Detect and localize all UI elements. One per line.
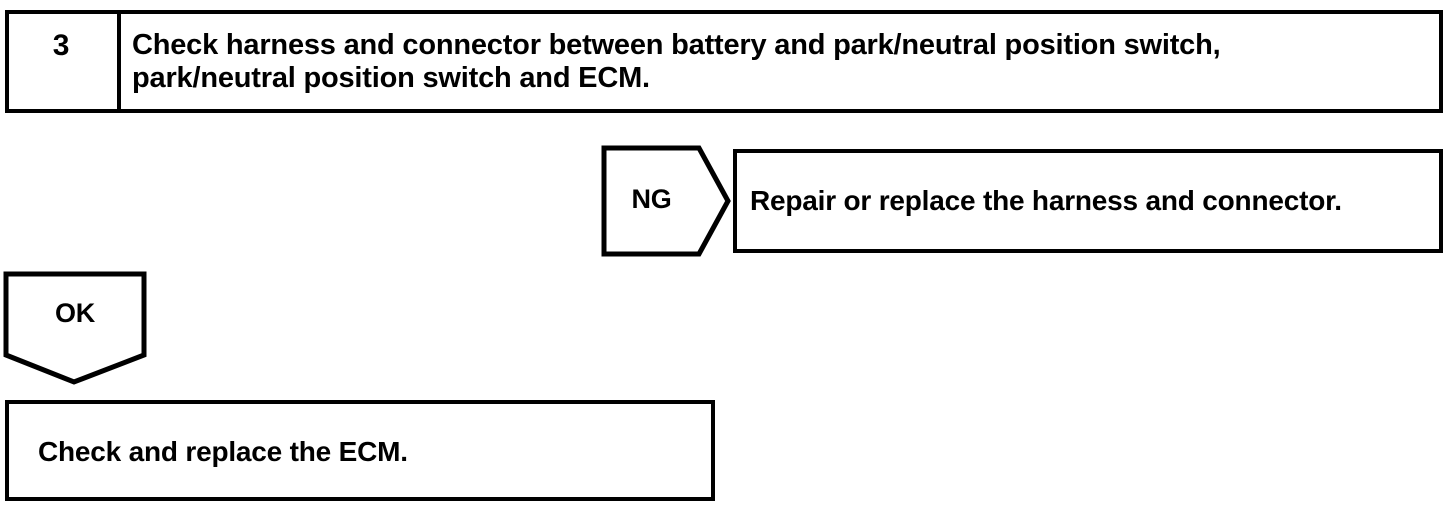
step-box [5, 10, 1443, 113]
ng-flag-label: NG [631, 184, 672, 214]
ng-result-text: Repair or replace the harness and connec… [750, 185, 1342, 216]
ng-result-box [733, 149, 1443, 253]
step-box-divider [117, 10, 121, 113]
step-description-line1: Check harness and connector between batt… [132, 29, 1221, 61]
ok-flag-shape [2, 270, 150, 386]
ok-result-text: Check and replace the ECM. [38, 436, 408, 467]
ok-flag-label: OK [54, 298, 96, 328]
step-number: 3 [52, 29, 70, 62]
step-description-line2: park/neutral position switch and ECM. [132, 62, 650, 94]
ng-flag-shape [601, 145, 731, 257]
ok-result-box [5, 400, 715, 501]
